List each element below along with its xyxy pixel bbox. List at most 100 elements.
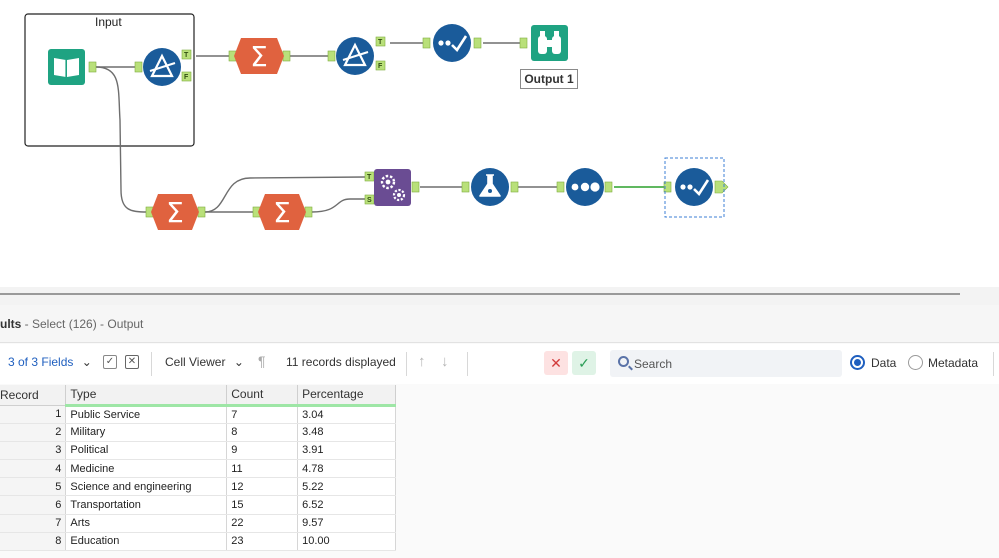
type-cell[interactable]: Science and engineering bbox=[65, 477, 228, 497]
summarize-tool-icon[interactable]: Σ bbox=[258, 194, 306, 230]
close-icon[interactable]: ✕ bbox=[544, 351, 568, 375]
sort-tool-icon[interactable] bbox=[566, 168, 604, 206]
percentage-cell[interactable]: 3.91 bbox=[297, 441, 396, 461]
record-cell[interactable]: 6 bbox=[0, 495, 67, 515]
arrow-up-icon[interactable]: ↑ bbox=[418, 353, 426, 370]
search-input[interactable] bbox=[634, 353, 834, 374]
workflow-canvas[interactable]: T F T F T S bbox=[0, 0, 999, 287]
record-cell[interactable]: 1 bbox=[0, 405, 67, 424]
splitter-line bbox=[0, 293, 960, 295]
record-cell[interactable]: 4 bbox=[0, 459, 67, 479]
true-anchor-label: T bbox=[378, 39, 383, 46]
arrow-down-icon[interactable]: ↓ bbox=[441, 353, 449, 370]
cell-viewer-dropdown[interactable]: Cell Viewer ⌄ bbox=[165, 355, 244, 369]
record-cell[interactable]: 2 bbox=[0, 423, 67, 442]
table-row[interactable]: 6 Transportation 15 6.52 bbox=[0, 495, 396, 515]
results-grid[interactable]: Record Type Count Percentage 1 Public Se… bbox=[0, 385, 396, 558]
check-icon[interactable]: ✓ bbox=[572, 351, 596, 375]
results-title-prefix: ults bbox=[0, 317, 22, 331]
data-radio-label[interactable]: Data bbox=[871, 356, 897, 370]
table-row[interactable]: 3 Political 9 3.91 bbox=[0, 441, 396, 461]
percentage-cell[interactable]: 10.00 bbox=[297, 532, 396, 552]
container-title: Input bbox=[95, 15, 122, 29]
metadata-radio[interactable] bbox=[908, 355, 923, 370]
filter-tool-icon[interactable] bbox=[143, 48, 181, 86]
count-cell[interactable]: 7 bbox=[226, 405, 299, 424]
count-cell[interactable]: 23 bbox=[226, 532, 299, 552]
output-label[interactable]: Output 1 bbox=[520, 69, 578, 89]
data-radio[interactable] bbox=[850, 355, 865, 370]
column-header-percentage[interactable]: Percentage bbox=[297, 385, 396, 407]
table-row[interactable]: 1 Public Service 7 3.04 bbox=[0, 405, 396, 424]
percentage-cell[interactable]: 4.78 bbox=[297, 459, 396, 479]
record-cell[interactable]: 8 bbox=[0, 532, 67, 552]
type-cell[interactable]: Military bbox=[65, 423, 228, 442]
count-cell[interactable]: 11 bbox=[226, 459, 299, 479]
column-header-record[interactable]: Record bbox=[0, 385, 67, 406]
type-cell[interactable]: Political bbox=[65, 441, 228, 461]
fields-selector[interactable]: 3 of 3 Fields ⌄ bbox=[8, 355, 92, 369]
count-cell[interactable]: 12 bbox=[226, 477, 299, 497]
record-cell[interactable]: 7 bbox=[0, 514, 67, 533]
record-cell[interactable]: 3 bbox=[0, 441, 67, 461]
count-cell[interactable]: 15 bbox=[226, 495, 299, 515]
type-cell[interactable]: Education bbox=[65, 532, 228, 552]
labeled-anchors: T F T F T S bbox=[181, 36, 386, 205]
fields-label: 3 of 3 Fields bbox=[8, 355, 74, 369]
table-row[interactable]: 5 Science and engineering 12 5.22 bbox=[0, 477, 396, 497]
input-anchor bbox=[422, 37, 431, 49]
search-icon bbox=[618, 356, 629, 367]
select-tool-icon[interactable] bbox=[433, 24, 471, 62]
connection-line bbox=[204, 176, 366, 213]
toolbar-separator bbox=[406, 352, 407, 376]
count-cell[interactable]: 8 bbox=[226, 423, 299, 442]
metadata-radio-label[interactable]: Metadata bbox=[928, 356, 979, 370]
column-header-count[interactable]: Count bbox=[226, 385, 299, 407]
toolbar-separator bbox=[467, 352, 468, 376]
results-header: ults - Select (126) - Output bbox=[0, 305, 999, 343]
results-title: ults - Select (126) - Output bbox=[0, 317, 143, 331]
svg-text:Σ: Σ bbox=[273, 196, 291, 229]
formula-tool-icon[interactable] bbox=[471, 168, 509, 206]
percentage-cell[interactable]: 9.57 bbox=[297, 514, 396, 533]
percentage-cell[interactable]: 5.22 bbox=[297, 477, 396, 497]
percentage-cell[interactable]: 3.48 bbox=[297, 423, 396, 442]
type-cell[interactable]: Public Service bbox=[65, 405, 228, 424]
type-cell[interactable]: Arts bbox=[65, 514, 228, 533]
table-row[interactable]: 7 Arts 22 9.57 bbox=[0, 514, 396, 533]
select-tool-icon[interactable] bbox=[675, 168, 713, 206]
svg-text:Σ: Σ bbox=[166, 196, 184, 229]
table-row[interactable]: 8 Education 23 10.00 bbox=[0, 532, 396, 552]
record-cell[interactable]: 5 bbox=[0, 477, 67, 497]
count-cell[interactable]: 22 bbox=[226, 514, 299, 533]
results-toolbar: 3 of 3 Fields ⌄ ✓ ✕ Cell Viewer ⌄ ¶ 11 r… bbox=[0, 344, 999, 384]
search-box[interactable] bbox=[610, 350, 842, 377]
clear-icon[interactable]: ✕ bbox=[125, 355, 139, 369]
input-anchor bbox=[327, 50, 336, 62]
type-cell[interactable]: Medicine bbox=[65, 459, 228, 479]
toolbar-separator bbox=[151, 352, 152, 376]
table-row[interactable]: 2 Military 8 3.48 bbox=[0, 423, 396, 442]
edit-icon[interactable]: ✓ bbox=[103, 355, 117, 369]
browse-tool-icon[interactable] bbox=[531, 25, 568, 61]
false-anchor-label: F bbox=[184, 74, 189, 81]
filter-tool-icon[interactable] bbox=[336, 37, 374, 75]
column-header-type[interactable]: Type bbox=[65, 385, 228, 407]
records-count: 11 records displayed bbox=[286, 355, 396, 369]
cell-viewer-label: Cell Viewer bbox=[165, 355, 226, 369]
input-data-tool-icon[interactable] bbox=[48, 49, 85, 85]
type-cell[interactable]: Transportation bbox=[65, 495, 228, 515]
count-cell[interactable]: 9 bbox=[226, 441, 299, 461]
tool-container[interactable] bbox=[24, 13, 195, 147]
panel-splitter[interactable] bbox=[0, 287, 999, 305]
input-anchor bbox=[663, 181, 672, 193]
true-anchor-label: T bbox=[184, 52, 189, 59]
pilcrow-icon[interactable]: ¶ bbox=[258, 353, 266, 369]
percentage-cell[interactable]: 6.52 bbox=[297, 495, 396, 515]
append-fields-tool-icon[interactable] bbox=[374, 169, 411, 206]
table-row[interactable]: 4 Medicine 11 4.78 bbox=[0, 459, 396, 479]
summarize-tool-icon[interactable]: Σ bbox=[234, 38, 284, 74]
percentage-cell[interactable]: 3.04 bbox=[297, 405, 396, 424]
summarize-tool-icon[interactable]: Σ bbox=[151, 194, 199, 230]
workflow-diagram: T F T F T S bbox=[24, 13, 729, 230]
